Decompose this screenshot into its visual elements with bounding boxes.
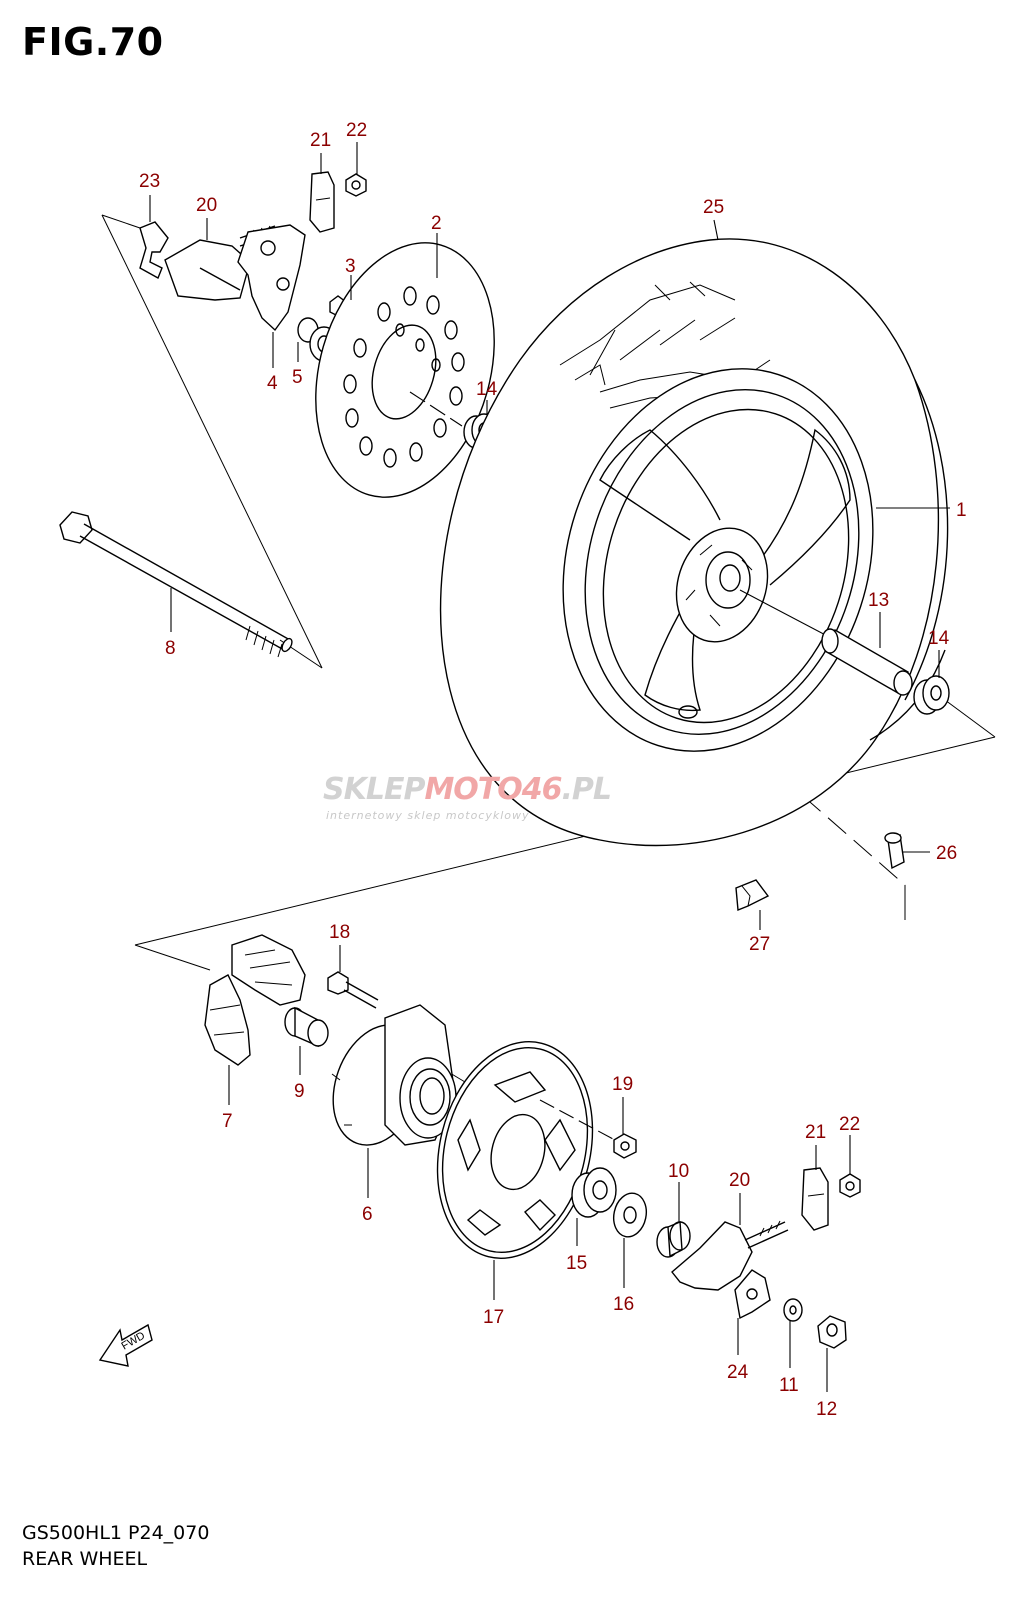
callout-22a: 22 — [346, 120, 367, 141]
adjuster-plate-top-part-21 — [309, 171, 335, 233]
washer-part-11 — [783, 1298, 803, 1322]
figure-title: FIG.70 — [22, 20, 164, 64]
bushing-part-9 — [284, 1006, 329, 1048]
callout-14a: 14 — [476, 379, 498, 400]
brake-disc-part-2 — [315, 242, 495, 498]
rear-sprocket-part-17 — [436, 1041, 616, 1259]
adjuster-plate-right-part-21 — [801, 1167, 829, 1231]
nut-right-part-22 — [839, 1173, 861, 1198]
callout-20b: 20 — [729, 1170, 750, 1191]
spacer-part-13 — [821, 628, 913, 696]
callout-16: 16 — [613, 1294, 634, 1315]
washer-part-16 — [612, 1192, 648, 1238]
axle-part-8 — [59, 511, 293, 658]
callout-5: 5 — [292, 367, 303, 388]
callout-2: 2 — [431, 213, 442, 234]
callout-24: 24 — [727, 1362, 749, 1383]
callout-26: 26 — [936, 843, 957, 864]
watermark-brand-gray: SKLEP — [323, 772, 425, 807]
nut-part-19 — [613, 1133, 637, 1159]
callout-25: 25 — [703, 197, 724, 218]
callout-27: 27 — [749, 934, 770, 955]
callout-numbers: 1 2 3 4 5 6 7 8 9 10 11 12 13 14 14 15 1… — [139, 120, 967, 1420]
sprocket-hub-part-6 — [331, 1004, 457, 1146]
nut-top-part-22 — [345, 173, 367, 197]
watermark-tagline: internetowy sklep motocyklowy — [326, 809, 530, 822]
cush-damper-part-7 — [204, 934, 306, 1066]
model-code: GS500HL1 P24_070 — [22, 1522, 210, 1544]
callout-10: 10 — [668, 1161, 689, 1182]
callout-20a: 20 — [196, 195, 217, 216]
callout-leaders — [149, 142, 950, 1392]
forward-direction-arrow: FWD — [98, 1323, 153, 1367]
callout-7: 7 — [222, 1111, 233, 1132]
callout-15: 15 — [566, 1253, 587, 1274]
callout-14b: 14 — [928, 628, 950, 649]
valve-part-26 — [884, 832, 905, 870]
callout-1: 1 — [956, 500, 967, 521]
bearing-part-15 — [571, 1167, 617, 1218]
callout-12: 12 — [816, 1399, 837, 1420]
callout-13: 13 — [868, 590, 889, 611]
callout-21a: 21 — [310, 130, 331, 151]
callout-23: 23 — [139, 171, 160, 192]
callout-4: 4 — [267, 373, 278, 394]
adjuster-bracket-part-24 — [734, 1269, 771, 1320]
watermark-brand-number: 46 — [521, 772, 563, 807]
callout-6: 6 — [362, 1204, 373, 1225]
caliper-bracket-part-4 — [237, 224, 306, 332]
chain-adjuster-left-part-20-23 — [139, 221, 279, 301]
callout-3: 3 — [345, 256, 356, 277]
callout-17: 17 — [483, 1307, 504, 1328]
nut-part-12 — [817, 1315, 847, 1349]
callout-9: 9 — [294, 1081, 305, 1102]
wheel-rim-part-1 — [562, 368, 874, 752]
callout-21b: 21 — [805, 1122, 826, 1143]
watermark-logo: SKLEPMOTO46.PL — [323, 772, 612, 807]
bolt-part-18 — [327, 971, 379, 1009]
callout-11: 11 — [779, 1375, 799, 1396]
spacer-part-10 — [656, 1220, 691, 1258]
section-name: REAR WHEEL — [22, 1548, 148, 1570]
watermark-domain: .PL — [561, 772, 612, 807]
balance-weight-part-27 — [735, 879, 770, 911]
callout-8: 8 — [165, 638, 176, 659]
bearing-right-part-14 — [913, 675, 950, 715]
callout-18: 18 — [329, 922, 350, 943]
callout-22b: 22 — [839, 1114, 860, 1135]
callout-19: 19 — [612, 1074, 633, 1095]
watermark-brand-red: MOTO — [424, 772, 522, 807]
chain-adjuster-right-part-20 — [671, 1220, 789, 1291]
